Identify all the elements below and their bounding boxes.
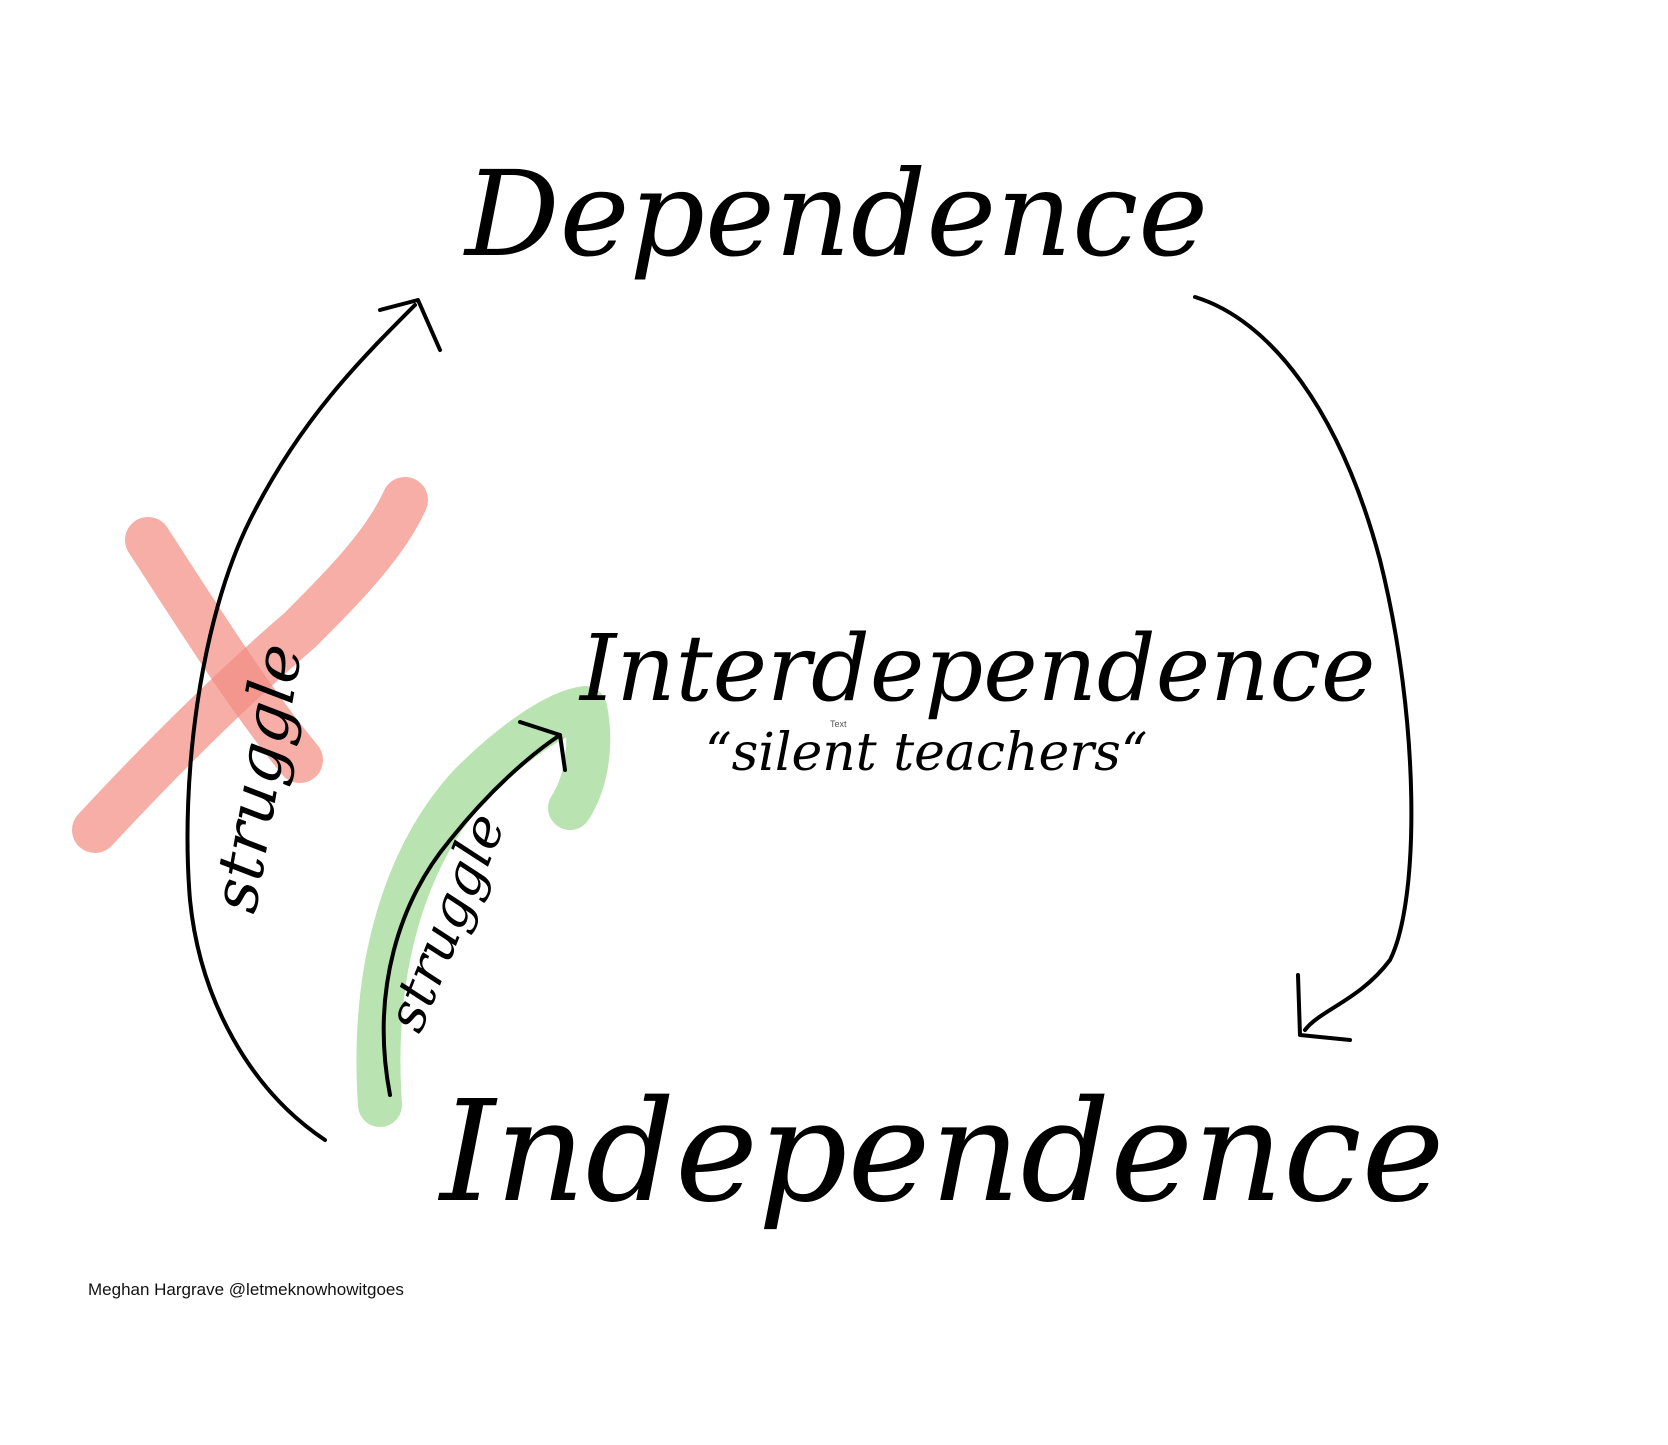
arrowhead-independence <box>1296 973 1352 1042</box>
red-cross-stroke-1 <box>125 517 323 783</box>
red-cross-stroke-2 <box>72 477 428 853</box>
node-silent-teachers: “silent teachers“ <box>705 723 1147 783</box>
arrow-independence-to-dependence <box>185 303 417 1142</box>
author-credit: Meghan Hargrave @letmeknowhowitgoes <box>88 1280 404 1299</box>
node-dependence: Dependence <box>463 145 1208 283</box>
text-placeholder-label: Text <box>830 719 847 729</box>
green-highlight <box>356 686 611 1127</box>
arrow-dependence-to-independence <box>1193 295 1414 1032</box>
arrow-independence-to-interdependence <box>381 733 562 1097</box>
node-interdependence: Interdependence <box>578 615 1375 722</box>
node-independence: Independence <box>437 1071 1444 1234</box>
arrowhead-dependence <box>378 298 442 352</box>
arrowhead-interdependence <box>518 720 567 772</box>
